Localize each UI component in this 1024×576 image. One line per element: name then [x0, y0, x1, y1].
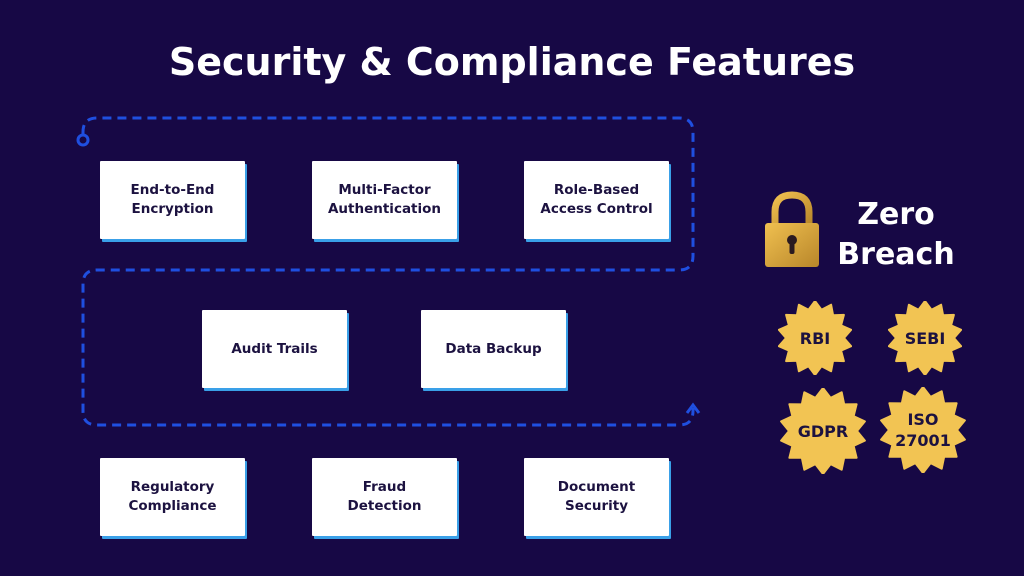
- badge-sebi: SEBI: [888, 301, 962, 375]
- page-title: Security & Compliance Features: [168, 40, 856, 84]
- feature-card-audit-trails: Audit Trails: [202, 310, 347, 388]
- arrow-up-icon: [685, 402, 701, 414]
- badge-star-icon: [778, 301, 852, 375]
- badge-star-shape: [888, 301, 962, 375]
- start-circle-icon: [76, 133, 90, 147]
- padlock-icon: [765, 191, 819, 267]
- dashed-path: [81, 116, 695, 427]
- badge-star-icon: [880, 387, 966, 473]
- badge-star-icon: [780, 388, 866, 474]
- badge-star-icon: [888, 301, 962, 375]
- badge-star-shape: [880, 387, 966, 473]
- feature-card-data-backup: Data Backup: [421, 310, 566, 388]
- badge-star-shape: [780, 388, 866, 474]
- badge-star-shape: [778, 301, 852, 375]
- badge-gdpr: GDPR: [780, 388, 866, 474]
- badge-rbi: RBI: [778, 301, 852, 375]
